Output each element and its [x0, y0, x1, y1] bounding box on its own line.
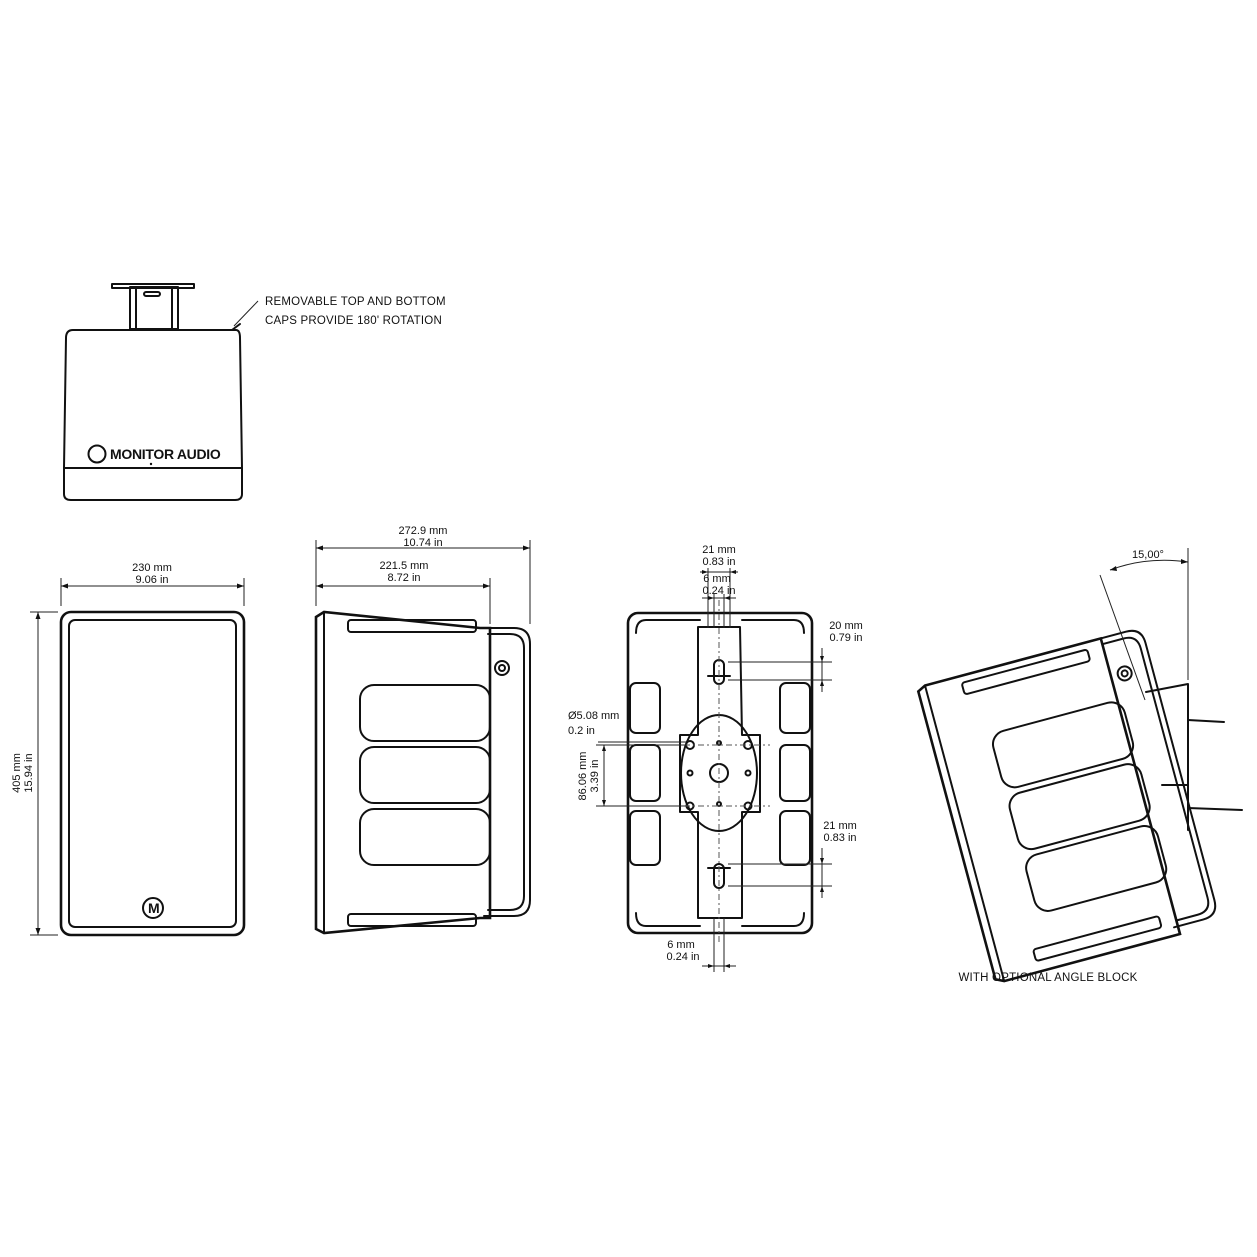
side-depth-dimension: 221.5 mm 8.72 in	[316, 560, 491, 624]
hole-spacing-in: 3.39 in	[589, 759, 601, 792]
slot-top-in: 0.83 in	[702, 556, 735, 568]
grille-logo: M	[148, 900, 160, 916]
slot-width-top-dimension: 21 mm 0.83 in	[700, 544, 738, 628]
height-dimension: 405 mm 15.94 in	[11, 611, 58, 936]
top-view: MONITOR AUDIO	[63, 283, 259, 501]
angle-block-note: WITH OPTIONAL ANGLE BLOCK	[958, 972, 1137, 984]
slot-offset-top-mm: 20 mm	[829, 620, 863, 632]
side-view	[314, 610, 531, 935]
hole-diameter-in: 0.2 in	[568, 725, 595, 737]
rear-view	[626, 600, 814, 945]
slot-inner-top-mm: 6 mm	[703, 573, 731, 585]
angle-label: 15,00°	[1132, 549, 1164, 561]
hole-spacing-dimension: 86.06 mm 3.39 in	[577, 744, 686, 807]
front-width-mm: 230 mm	[132, 562, 172, 574]
angle-dimension: 15,00°	[1099, 548, 1189, 701]
angle-block	[1145, 683, 1243, 831]
angled-view	[916, 629, 1217, 983]
side-depth-in: 8.72 in	[387, 572, 420, 584]
slot-inner-bottom-mm: 6 mm	[667, 939, 695, 951]
height-mm: 405 mm	[11, 753, 23, 793]
slot-inner-bottom-dimension: 6 mm 0.24 in	[666, 918, 736, 972]
side-depth-mm: 221.5 mm	[380, 560, 429, 572]
slot-top-mm: 21 mm	[702, 544, 736, 556]
front-width-dimension: 230 mm 9.06 in	[60, 562, 245, 606]
slot-inner-bottom-in: 0.24 in	[666, 951, 699, 963]
hole-spacing-mm: 86.06 mm	[577, 752, 589, 801]
brand-name: MONITOR AUDIO	[110, 446, 221, 462]
hole-diameter-dimension: Ø5.08 mm 0.2 in	[568, 710, 686, 743]
front-width-in: 9.06 in	[135, 574, 168, 586]
slot-bottom-mm: 21 mm	[823, 820, 857, 832]
slot-inner-top-in: 0.24 in	[702, 585, 735, 597]
slot-offset-top-in: 0.79 in	[829, 632, 862, 644]
slot-bottom-dimension: 21 mm 0.83 in	[728, 820, 857, 898]
slot-inner-top-dimension: 6 mm 0.24 in	[702, 573, 736, 628]
caps-note-line2: CAPS PROVIDE 180' ROTATION	[265, 315, 442, 327]
side-total-dimension: 272.9 mm 10.74 in	[315, 525, 531, 624]
front-view: M	[59, 610, 246, 937]
side-total-in: 10.74 in	[403, 537, 442, 549]
slot-bottom-in: 0.83 in	[823, 832, 856, 844]
side-total-mm: 272.9 mm	[399, 525, 448, 537]
height-in: 15.94 in	[23, 753, 35, 792]
hole-diameter-mm: Ø5.08 mm	[568, 710, 619, 722]
caps-note-line1: REMOVABLE TOP AND BOTTOM	[265, 296, 446, 308]
slot-offset-top-dimension: 20 mm 0.79 in	[728, 620, 863, 692]
